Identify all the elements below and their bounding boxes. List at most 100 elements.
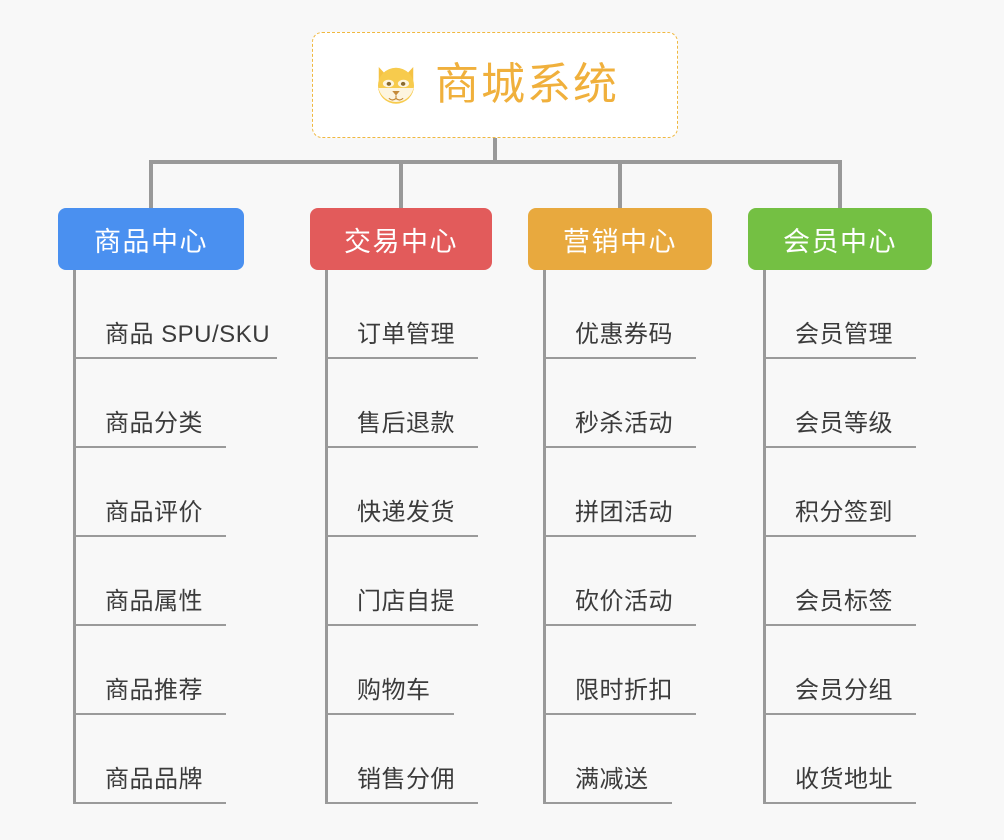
leaf-item[interactable]: 拼团活动	[543, 448, 843, 537]
branch-spine-member-center	[763, 270, 766, 804]
connector-root-stem	[493, 138, 497, 164]
leaf-label: 会员等级	[795, 410, 893, 437]
connector-drop-1	[149, 160, 153, 210]
leaf-label: 商品分类	[105, 410, 203, 437]
branch-header-label: 营销中心	[563, 226, 677, 257]
connector-drop-3	[618, 160, 622, 210]
leaf-label: 购物车	[357, 677, 431, 704]
leaf-item[interactable]: 销售分佣	[325, 715, 625, 804]
leaf-item[interactable]: 积分签到	[763, 448, 1004, 537]
leaf-underline	[543, 802, 672, 804]
leaf-label: 商品评价	[105, 499, 203, 526]
leaf-item[interactable]: 收货地址	[763, 715, 1004, 804]
leaf-underline	[73, 802, 226, 804]
dog-face-icon	[378, 67, 414, 104]
leaf-underline	[543, 535, 696, 537]
leaf-underline	[763, 802, 916, 804]
leaf-underline	[763, 713, 916, 715]
leaf-item[interactable]: 门店自提	[325, 537, 625, 626]
leaf-label: 商品 SPU/SKU	[105, 321, 271, 348]
leaf-underline	[325, 357, 478, 359]
branch-marketing-center: 营销中心优惠券码秒杀活动拼团活动砍价活动限时折扣满减送	[528, 208, 712, 804]
leaf-label: 限时折扣	[575, 677, 673, 704]
leaf-label: 秒杀活动	[575, 410, 673, 437]
leaf-label: 优惠券码	[575, 321, 673, 348]
leaf-label: 快递发货	[357, 499, 455, 526]
leaf-item[interactable]: 会员标签	[763, 537, 1004, 626]
root-title: 商城系统	[435, 60, 619, 109]
leaf-underline	[543, 357, 696, 359]
leaf-underline	[325, 713, 454, 715]
branch-spine-marketing-center	[543, 270, 546, 804]
leaf-item[interactable]: 商品品牌	[73, 715, 373, 804]
branch-header-label: 商品中心	[94, 226, 208, 257]
leaf-underline	[325, 624, 478, 626]
leaf-underline	[325, 802, 478, 804]
leaf-label: 会员标签	[795, 588, 893, 615]
leaf-item[interactable]: 会员等级	[763, 359, 1004, 448]
leaf-label: 收货地址	[795, 766, 893, 793]
leaf-label: 订单管理	[357, 321, 455, 348]
leaf-item[interactable]: 会员管理	[763, 270, 1004, 359]
leaf-underline	[763, 357, 916, 359]
branch-header-member-center[interactable]: 会员中心	[748, 208, 932, 270]
leaf-item[interactable]: 砍价活动	[543, 537, 843, 626]
leaf-item[interactable]: 订单管理	[325, 270, 625, 359]
leaf-item[interactable]: 商品属性	[73, 537, 373, 626]
leaf-label: 积分签到	[795, 499, 893, 526]
leaf-list-marketing-center: 优惠券码秒杀活动拼团活动砍价活动限时折扣满减送	[543, 270, 843, 804]
leaf-label: 会员分组	[795, 677, 893, 704]
connector-drop-2	[399, 160, 403, 210]
branch-trade-center: 交易中心订单管理售后退款快递发货门店自提购物车销售分佣	[310, 208, 492, 804]
leaf-underline	[73, 624, 226, 626]
leaf-item[interactable]: 商品 SPU/SKU	[73, 270, 373, 359]
connector-drop-4	[838, 160, 842, 210]
branch-header-label: 交易中心	[344, 226, 458, 257]
leaf-label: 销售分佣	[357, 766, 455, 793]
leaf-label: 满减送	[575, 766, 649, 793]
leaf-underline	[543, 713, 696, 715]
leaf-item[interactable]: 会员分组	[763, 626, 1004, 715]
leaf-item[interactable]: 售后退款	[325, 359, 625, 448]
leaf-label: 拼团活动	[575, 499, 673, 526]
branch-header-trade-center[interactable]: 交易中心	[310, 208, 492, 270]
leaf-label: 会员管理	[795, 321, 893, 348]
leaf-underline	[73, 357, 277, 359]
leaf-list-member-center: 会员管理会员等级积分签到会员标签会员分组收货地址	[763, 270, 1004, 804]
leaf-underline	[73, 446, 226, 448]
branch-spine-trade-center	[325, 270, 328, 804]
leaf-label: 商品品牌	[105, 766, 203, 793]
leaf-underline	[763, 446, 916, 448]
leaf-item[interactable]: 快递发货	[325, 448, 625, 537]
root-node[interactable]: 商城系统	[312, 32, 678, 138]
leaf-label: 商品推荐	[105, 677, 203, 704]
leaf-underline	[543, 624, 696, 626]
leaf-label: 门店自提	[357, 588, 455, 615]
leaf-list-trade-center: 订单管理售后退款快递发货门店自提购物车销售分佣	[325, 270, 625, 804]
leaf-item[interactable]: 限时折扣	[543, 626, 843, 715]
branch-header-marketing-center[interactable]: 营销中心	[528, 208, 712, 270]
leaf-underline	[73, 713, 226, 715]
branch-product-center: 商品中心商品 SPU/SKU 商品分类商品评价商品属性商品推荐商品品牌	[58, 208, 277, 804]
leaf-item[interactable]: 商品分类	[73, 359, 373, 448]
leaf-underline	[763, 535, 916, 537]
leaf-underline	[73, 535, 226, 537]
branch-header-product-center[interactable]: 商品中心	[58, 208, 244, 270]
leaf-list-product-center: 商品 SPU/SKU 商品分类商品评价商品属性商品推荐商品品牌	[73, 270, 373, 804]
branch-member-center: 会员中心会员管理会员等级积分签到会员标签会员分组收货地址	[748, 208, 932, 804]
branch-spine-product-center	[73, 270, 76, 804]
leaf-label: 售后退款	[357, 410, 455, 437]
leaf-item[interactable]: 秒杀活动	[543, 359, 843, 448]
leaf-label: 砍价活动	[575, 588, 673, 615]
leaf-underline	[763, 624, 916, 626]
leaf-underline	[325, 446, 478, 448]
connector-bus	[150, 160, 840, 164]
leaf-label: 商品属性	[105, 588, 203, 615]
leaf-underline	[325, 535, 478, 537]
leaf-item[interactable]: 优惠券码	[543, 270, 843, 359]
leaf-item[interactable]: 商品推荐	[73, 626, 373, 715]
leaf-item[interactable]: 满减送	[543, 715, 843, 804]
leaf-item[interactable]: 商品评价	[73, 448, 373, 537]
leaf-item[interactable]: 购物车	[325, 626, 625, 715]
